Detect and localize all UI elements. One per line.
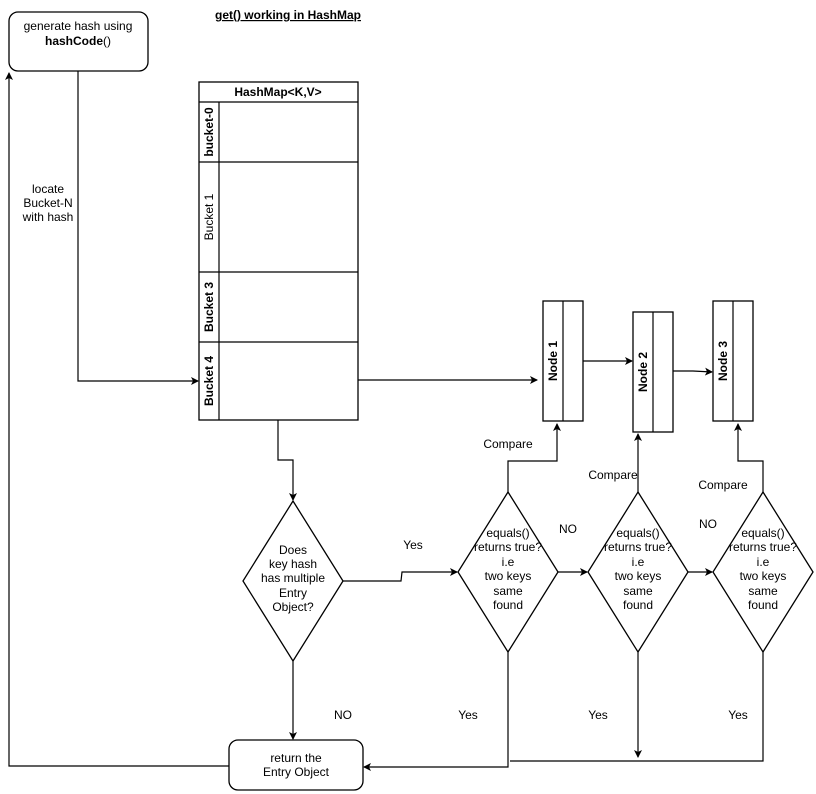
svg-text:two keys: two keys xyxy=(485,569,532,583)
yes-label-2: Yes xyxy=(458,708,478,722)
svg-text:has multiple: has multiple xyxy=(261,571,325,585)
hashmap-header: HashMap<K,V> xyxy=(234,85,321,99)
svg-text:i.e: i.e xyxy=(757,555,770,569)
svg-text:Entry Object: Entry Object xyxy=(263,765,330,779)
yes-label-1: Yes xyxy=(403,538,423,552)
svg-text:returns true?: returns true? xyxy=(604,540,672,554)
no-label-1: NO xyxy=(559,522,577,536)
compare-arrow-3 xyxy=(734,423,764,492)
locate-arrow xyxy=(77,71,199,385)
svg-text:found: found xyxy=(623,598,653,612)
svg-text:Node 2: Node 2 xyxy=(636,352,650,392)
svg-text:equals(): equals() xyxy=(616,526,659,540)
svg-text:locate: locate xyxy=(32,182,64,196)
bucket-1: Bucket 1 xyxy=(202,193,216,240)
compare-label-2: Compare xyxy=(588,468,638,482)
no-label-3: NO xyxy=(334,708,352,722)
svg-text:equals(): equals() xyxy=(741,526,784,540)
yes-arrow-return-3 xyxy=(510,652,764,762)
hashmap-to-decision-arrow xyxy=(277,420,297,501)
svg-text:Node 1: Node 1 xyxy=(546,341,560,381)
yes-arrow-return-1 xyxy=(363,652,509,771)
svg-text:returns true?: returns true? xyxy=(474,540,542,554)
bucket-4: Bucket 4 xyxy=(202,356,216,406)
svg-text:Entry: Entry xyxy=(279,586,307,600)
node2-to-node3-arrow xyxy=(673,367,713,376)
bucket-3: Bucket 3 xyxy=(202,282,216,332)
svg-text:Object?: Object? xyxy=(272,600,314,614)
yes-label-4: Yes xyxy=(728,708,748,722)
compare-label-3: Compare xyxy=(698,478,748,492)
svg-text:same: same xyxy=(623,584,653,598)
svg-text:Node 3: Node 3 xyxy=(716,341,730,381)
decision-equals-3: equals() returns true? i.e two keys same… xyxy=(712,490,814,654)
svg-text:Does: Does xyxy=(279,543,307,557)
svg-text:same: same xyxy=(493,584,523,598)
bucket-0: bucket-0 xyxy=(202,107,216,157)
svg-text:found: found xyxy=(748,598,778,612)
svg-text:equals(): equals() xyxy=(486,526,529,540)
svg-text:same: same xyxy=(748,584,778,598)
hashmap-table: HashMap<K,V> bucket-0 Bucket 1 Bucket 3 … xyxy=(198,81,359,421)
node-3: Node 3 xyxy=(712,300,754,422)
yes-label-3: Yes xyxy=(588,708,608,722)
diagram-title: get() working in HashMap xyxy=(215,8,361,22)
locate-label: locate Bucket-N with hash xyxy=(22,182,74,224)
svg-text:with hash: with hash xyxy=(22,210,74,224)
node-2: Node 2 xyxy=(632,311,674,433)
return-entry-box: return the Entry Object xyxy=(228,739,364,791)
svg-text:generate hash using: generate hash using xyxy=(24,19,133,33)
generate-hash-box: generate hash using hashCode() xyxy=(8,11,149,72)
yes-arrow-1 xyxy=(343,568,458,582)
svg-text:i.e: i.e xyxy=(632,555,645,569)
svg-text:two keys: two keys xyxy=(740,569,787,583)
loop-back-arrow xyxy=(5,72,229,767)
svg-text:key hash: key hash xyxy=(269,557,317,571)
compare-label-1: Compare xyxy=(483,437,533,451)
svg-text:returns true?: returns true? xyxy=(729,540,797,554)
svg-text:two keys: two keys xyxy=(615,569,662,583)
decision-multiple-entries: Does key hash has multiple Entry Object? xyxy=(242,499,344,663)
svg-text:hashCode(): hashCode() xyxy=(45,34,111,48)
node-1: Node 1 xyxy=(542,300,584,422)
svg-text:Bucket-N: Bucket-N xyxy=(23,196,72,210)
decision-equals-1: equals() returns true? i.e two keys same… xyxy=(457,490,559,654)
svg-text:return the: return the xyxy=(270,751,322,765)
svg-text:i.e: i.e xyxy=(502,555,515,569)
no-label-2: NO xyxy=(699,517,717,531)
decision-equals-2: equals() returns true? i.e two keys same… xyxy=(587,490,689,654)
compare-arrow-1 xyxy=(507,423,561,492)
svg-text:found: found xyxy=(493,598,523,612)
